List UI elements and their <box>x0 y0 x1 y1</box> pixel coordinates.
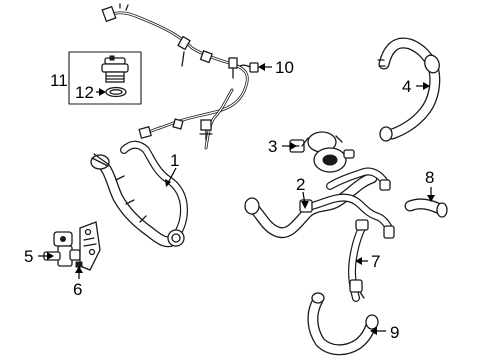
callout-2: 2 <box>296 175 305 194</box>
part-1-radiator-hose <box>90 140 188 248</box>
part-2-coolant-hose-assy <box>244 167 395 239</box>
callout-labels: 1 2 3 4 5 6 7 8 9 10 11 12 <box>24 58 434 342</box>
part-8-small-hose <box>404 198 448 218</box>
callout-7: 7 <box>371 252 380 271</box>
part-5-valve <box>43 231 81 267</box>
callout-10: 10 <box>275 58 294 77</box>
callout-11: 11 <box>50 71 68 90</box>
callout-4: 4 <box>402 77 411 96</box>
callout-9: 9 <box>390 323 399 342</box>
part-9-lower-hose <box>307 292 379 356</box>
callout-3: 3 <box>268 137 277 156</box>
part-3-water-pump <box>289 131 355 173</box>
callout-8: 8 <box>425 168 434 187</box>
part-11-12-box <box>68 51 142 105</box>
part-7-hose <box>348 219 369 302</box>
callout-6: 6 <box>73 280 82 299</box>
callout-12: 12 <box>75 83 94 102</box>
callout-5: 5 <box>24 247 33 266</box>
part-6-bracket <box>75 221 101 272</box>
part-4-upper-hose <box>377 37 441 142</box>
part-10-wire-harness <box>101 3 259 150</box>
callout-1: 1 <box>170 151 179 170</box>
leaders <box>38 63 435 335</box>
